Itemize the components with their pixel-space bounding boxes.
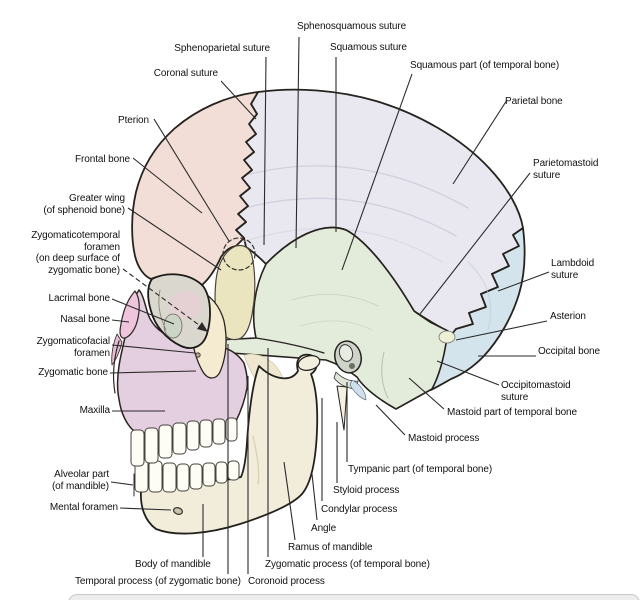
squama-shading-1 (291, 293, 379, 307)
label-body-of-mandible: Body of mandible (135, 559, 211, 570)
label-styloid-process: Styloid process (333, 485, 400, 496)
leader-lines (109, 36, 550, 574)
leader-zygomaticofacial (111, 344, 196, 354)
zygomatic-arch-line (255, 337, 325, 354)
label-squamous-part: Squamous part (of temporal bone) (410, 60, 560, 71)
label-maxilla: Maxilla (79, 405, 111, 416)
lower-teeth (134, 458, 240, 493)
sphenoid-greater-wing-region (214, 244, 256, 341)
condyle-head (297, 355, 321, 371)
temporal-bone-region (216, 226, 449, 410)
label-ramus-of-mandible: Ramus of mandible (288, 542, 373, 553)
leader-pterion (153, 118, 230, 242)
lacrimal-bone-region (163, 313, 183, 339)
label-zygomatic-bone: Zygomatic bone (38, 367, 108, 378)
label-coronoid-process: Coronoid process (248, 576, 325, 587)
leader-parietal-bone (452, 99, 508, 185)
leader-sphenoparietal-suture (263, 56, 267, 246)
label-parietal-bone: Parietal bone (505, 96, 563, 107)
mastoid-shading (381, 351, 389, 399)
label-parietomastoid-suture: Parietomastoid suture (533, 158, 599, 181)
label-tympanic-part: Tympanic part (of temporal bone) (348, 464, 493, 475)
label-nasal-bone: Nasal bone (60, 314, 110, 325)
leader-angle (311, 473, 318, 521)
label-occipitomastoid-suture: Occipitomastoid suture (501, 380, 571, 403)
zygomaticofacial-foramen-dot (195, 352, 201, 358)
leader-mastoid-process (375, 404, 406, 436)
mental-foramen-dot (173, 507, 183, 515)
label-sphenosquamous-suture: Sphenosquamous suture (297, 21, 407, 32)
occipital-bone-region (430, 227, 526, 391)
label-asterion: Asterion (550, 311, 586, 322)
leader-zygomaticotemporal-arrow (197, 322, 208, 332)
label-zygomaticofacial-foramen: Zygomaticofacial foramen (36, 336, 111, 359)
pterion-circle (222, 237, 256, 271)
leader-parietomastoid (419, 172, 531, 315)
leader-asterion (455, 320, 548, 341)
jugular-region (349, 379, 367, 401)
label-lacrimal-bone: Lacrimal bone (48, 293, 110, 304)
label-alveolar-part: Alveolar part (of mandible) (51, 469, 109, 492)
label-sphenoparietal-suture: Sphenoparietal suture (174, 43, 270, 54)
leader-frontal-bone (132, 157, 203, 214)
upper-teeth (130, 417, 238, 467)
label-lambdoid-suture: Lambdoid suture (551, 258, 595, 281)
styloid-process-spike (336, 385, 348, 431)
leader-squamous-part (341, 73, 413, 271)
leader-zygomaticotemporal (122, 268, 204, 329)
label-condylar-process: Condylar process (321, 504, 398, 515)
ramus-shading (252, 435, 260, 485)
orbit-back-wall (170, 291, 202, 319)
label-zygomaticotemporal-foramen: Zygomaticotemporal foramen (on deep surf… (31, 230, 120, 276)
leader-zygomatic-bone (109, 370, 197, 374)
label-occipital-bone: Occipital bone (538, 346, 600, 357)
label-mental-foramen: Mental foramen (49, 502, 118, 513)
leader-ramus (283, 461, 296, 541)
leader-alveolar-part (110, 481, 134, 486)
label-angle: Angle (311, 523, 337, 534)
label-frontal-bone: Frontal bone (75, 154, 130, 165)
label-mastoid-part: Mastoid part of temporal bone (447, 407, 577, 418)
leader-greater-wing (127, 207, 222, 271)
leader-lacrimal-bone (111, 298, 175, 325)
leader-mastoid-part (408, 377, 445, 410)
squama-shading-2 (299, 320, 373, 331)
label-pterion: Pterion (118, 115, 149, 126)
label-squamous-suture: Squamous suture (330, 42, 407, 53)
label-zygomatic-process: Zygomatic process (of temporal bone) (265, 559, 430, 570)
leader-sphenosquamous (295, 36, 300, 249)
label-mastoid-process: Mastoid process (408, 433, 480, 444)
occipital-shading (467, 261, 492, 331)
orbit-inner-ridge (158, 289, 167, 331)
label-coronal-suture: Coronal suture (153, 68, 218, 79)
leader-coronal-suture (220, 80, 257, 120)
label-greater-wing: Greater wing (of sphenoid bone) (43, 193, 125, 216)
asterion-marker (438, 330, 456, 344)
nasal-bone-region (119, 290, 140, 339)
leader-nasal-bone (111, 319, 130, 323)
leader-lambdoid (497, 271, 550, 292)
leader-mental-foramen (119, 507, 172, 511)
panel-edge (68, 594, 640, 600)
external-acoustic-meatus-inner (338, 344, 354, 362)
leader-occipitomastoid (436, 360, 500, 386)
meatus-shadow (349, 363, 355, 369)
label-temporal-process: Temporal process (of zygomatic bone) (75, 576, 241, 587)
